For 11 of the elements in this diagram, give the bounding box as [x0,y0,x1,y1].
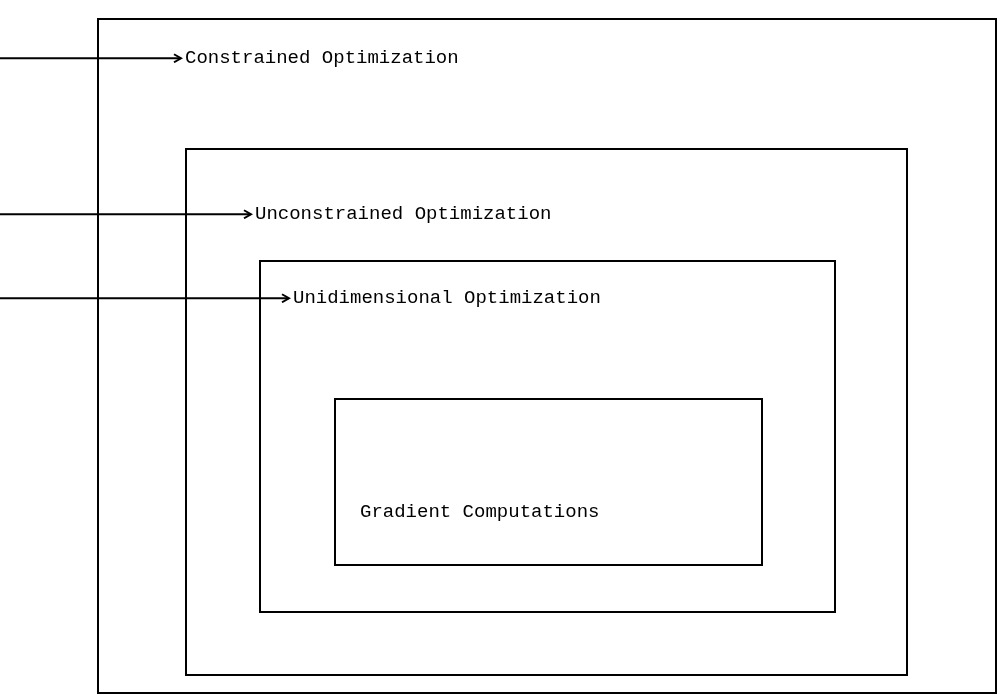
arrow [0,53,182,64]
arrow [0,293,290,304]
nested-box [334,398,763,566]
box-title: Gradient Computations [360,500,600,525]
nested-box [97,18,997,694]
nested-box [185,148,908,676]
nested-box [259,260,836,613]
box-title: Constrained Optimization [185,46,459,71]
box-title: Unconstrained Optimization [255,202,552,227]
arrow [0,209,252,220]
box-title: Unidimensional Optimization [293,286,601,311]
